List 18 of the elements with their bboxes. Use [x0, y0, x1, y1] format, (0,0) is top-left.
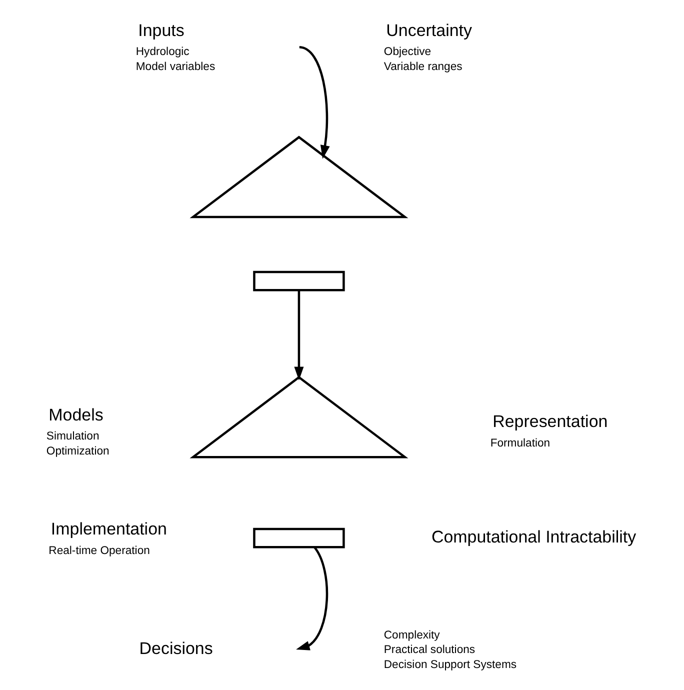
label: Computational Intractability	[431, 528, 636, 547]
label: Model variables	[136, 60, 216, 73]
label: Real-time Operation	[48, 544, 150, 557]
label: Implementation	[50, 520, 167, 539]
label: Simulation	[46, 430, 100, 443]
label: Decisions	[139, 639, 213, 658]
label: Models	[48, 405, 104, 424]
label: Optimization	[46, 445, 110, 458]
label: Practical solutions	[384, 644, 476, 656]
label: Hydrologic	[136, 46, 190, 58]
label: Variable ranges	[384, 60, 462, 73]
label: Formulation	[490, 437, 550, 450]
label: Uncertainty	[386, 20, 472, 40]
label: Decision Support Systems	[384, 658, 517, 671]
label: Inputs	[138, 20, 184, 40]
label: Complexity	[384, 629, 440, 642]
label: Representation	[492, 412, 608, 432]
label: Objective	[384, 46, 432, 58]
